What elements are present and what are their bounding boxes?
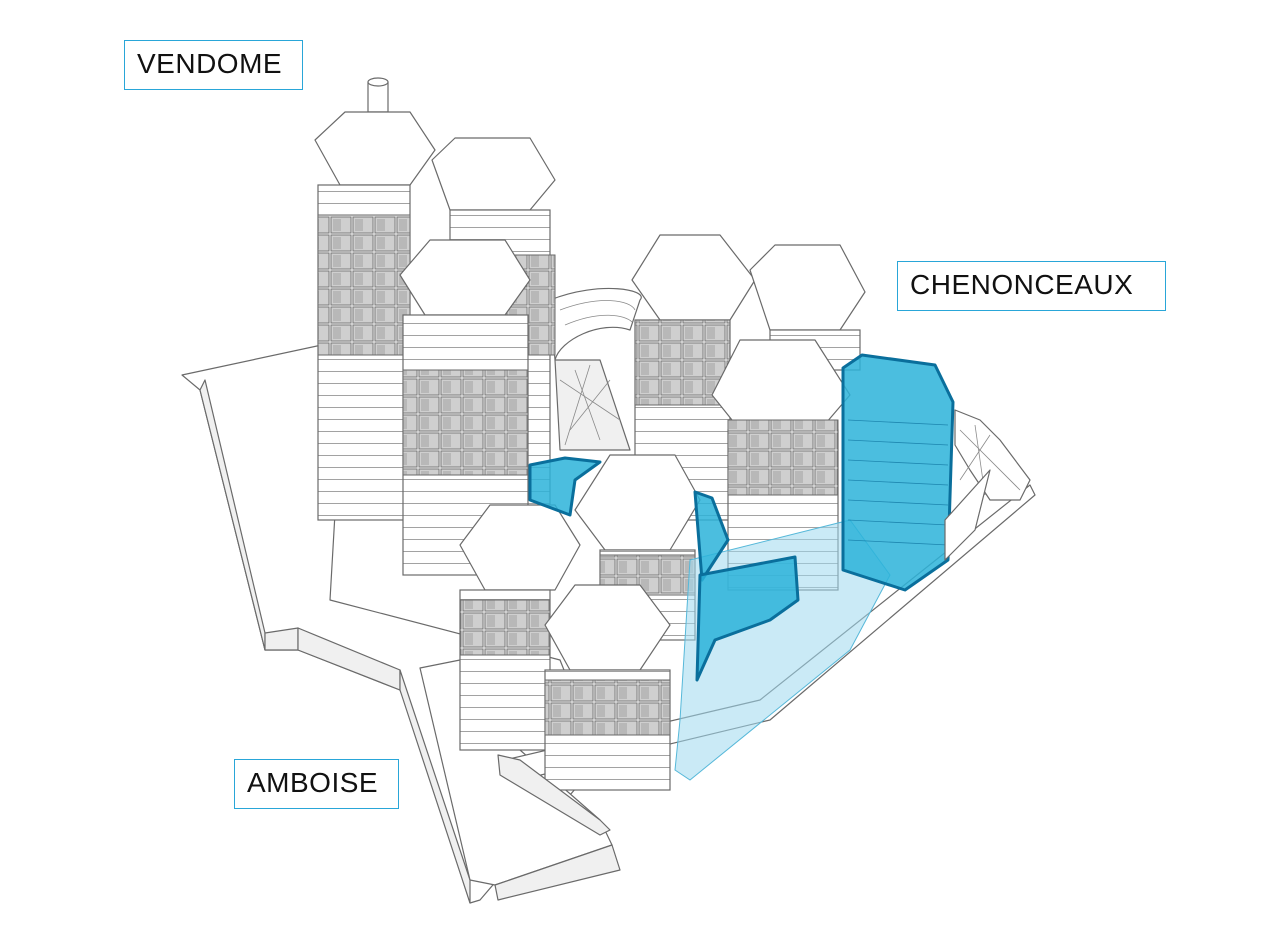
central-plaza-curves: [549, 287, 642, 451]
chenonceaux-label: CHENONCEAUX: [897, 261, 1166, 311]
amboise-label: AMBOISE: [234, 759, 399, 809]
highlighted-volumes: [528, 353, 955, 781]
vendome-label: VENDOME: [124, 40, 303, 90]
canopy-structure: [944, 409, 1031, 561]
vendome-towers: [314, 77, 556, 576]
amboise-towers: [459, 454, 701, 836]
